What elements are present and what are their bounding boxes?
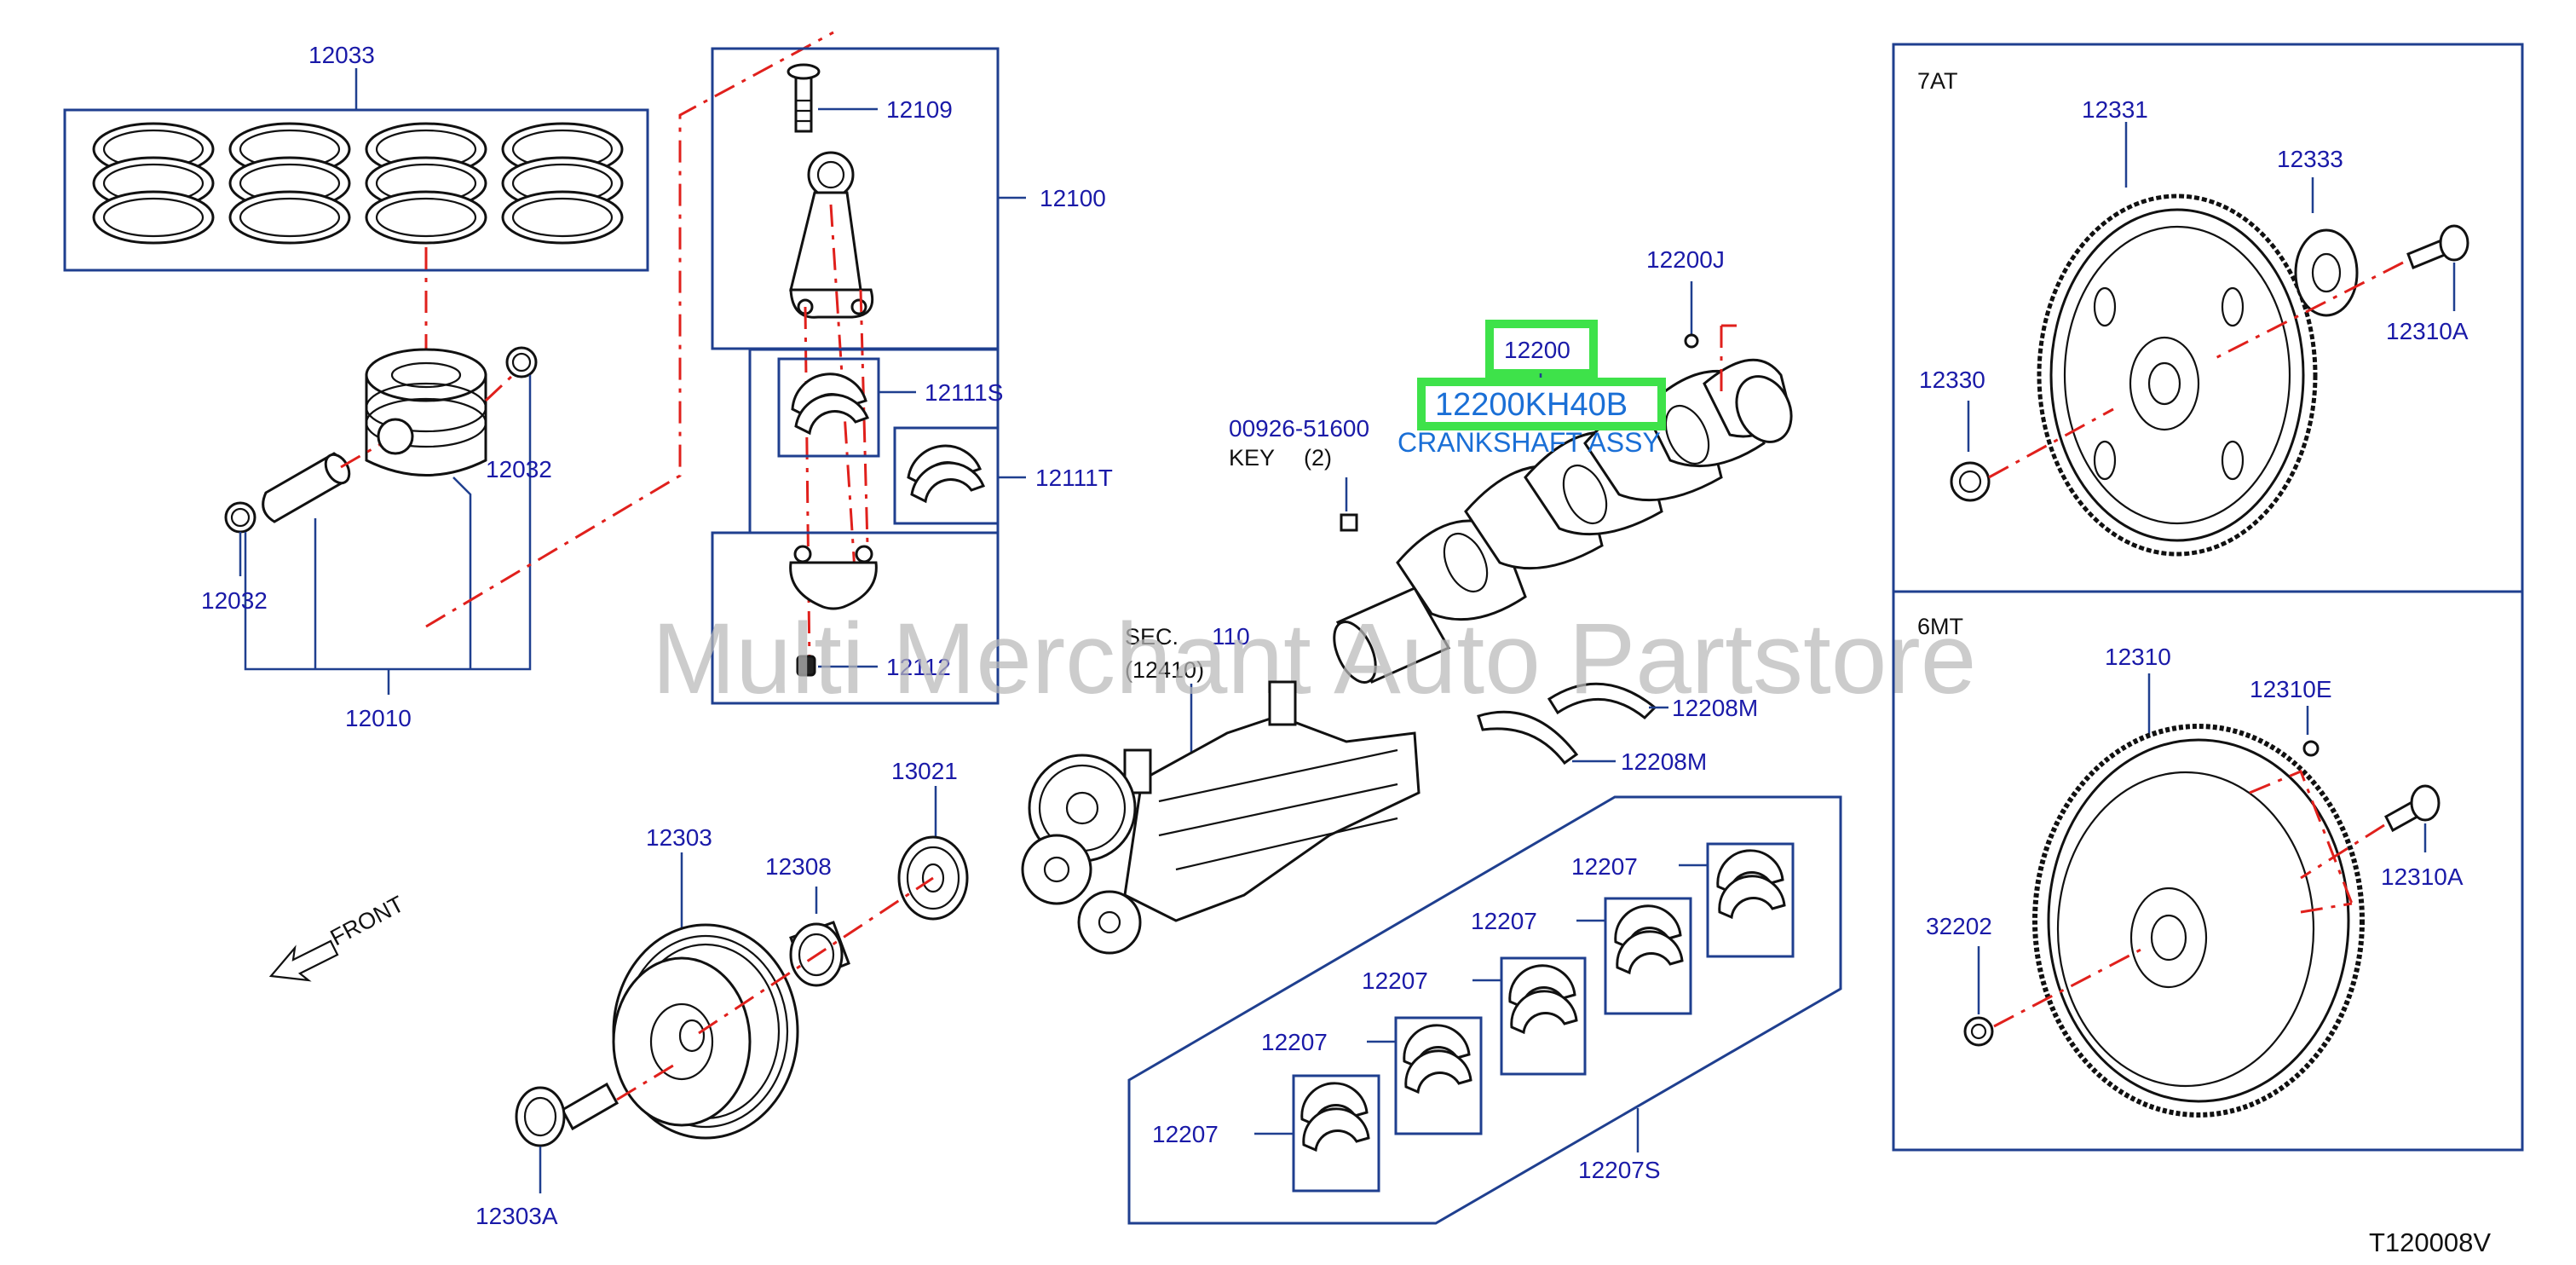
pulley-bolt-12303A (515, 1082, 620, 1147)
label-front: FRONT (326, 891, 408, 950)
crank-pulley-12303 (612, 923, 799, 1140)
flywheel-12310 (2032, 724, 2365, 1118)
label-12032-right[interactable]: 12032 (486, 456, 552, 482)
label-12010[interactable]: 12010 (345, 705, 412, 731)
label-12200[interactable]: 12200 (1504, 337, 1570, 363)
label-sec: SEC. (1125, 624, 1179, 650)
piston-ring-stack-4 (501, 122, 624, 245)
label-12207-2[interactable]: 12207 (1471, 908, 1537, 934)
flywheel-bolt-bottom-12310A (2384, 784, 2441, 833)
piston-part (365, 348, 487, 477)
highlight-12200KH40B (1417, 378, 1666, 430)
label-12111S[interactable]: 12111S (925, 379, 1003, 406)
label-12109[interactable]: 12109 (886, 96, 953, 123)
label-12111T[interactable]: 12111T (1035, 465, 1113, 491)
crankshaft-part (1333, 358, 1793, 684)
label-12207-3[interactable]: 12207 (1362, 968, 1428, 994)
piston-ring-set-group: 12033 (63, 31, 834, 731)
label-12331[interactable]: 12331 (2082, 96, 2148, 123)
main-bearing-frame (1127, 795, 1842, 1225)
label-12207-1[interactable]: 12207 (1571, 853, 1638, 880)
conrod-cap-frame (711, 531, 1000, 705)
conrod-nut-part (796, 655, 816, 677)
label-12308[interactable]: 12308 (765, 853, 832, 880)
label-12330[interactable]: 12330 (1919, 367, 1985, 393)
pilot-bearing-32202 (1963, 1016, 1994, 1047)
label-key-qty: (2) (1304, 445, 1332, 471)
pin-12310E (2302, 740, 2320, 757)
bearing-12111T-frame (893, 426, 1000, 525)
label-12033[interactable]: 12033 (308, 42, 375, 68)
bearing-bracket-upper (748, 348, 1000, 534)
label-sec-12410: (12410) (1125, 657, 1204, 683)
flywheel-panel-frame (1892, 43, 2524, 1152)
piston-pin-part (262, 452, 351, 523)
piston-ring-stack-3 (365, 122, 487, 245)
bearing-shell-12111T (907, 444, 985, 504)
label-crankshaft-assy[interactable]: CRANKSHAFT ASSY (1397, 427, 1661, 458)
label-13021[interactable]: 13021 (891, 758, 958, 784)
spacer-12330 (1950, 461, 1991, 502)
conrod-bolt-part (787, 63, 821, 133)
label-sec-110[interactable]: 110 (1212, 623, 1250, 650)
label-12208M-lower[interactable]: 12208M (1621, 748, 1707, 775)
snap-ring-right (505, 346, 538, 378)
label-12112[interactable]: 12112 (886, 654, 951, 680)
conrod-cap-part (789, 545, 878, 610)
label-12200KH40B[interactable]: 12200KH40B (1435, 387, 1628, 423)
bearing-box-1 (1706, 842, 1795, 958)
label-12207-5[interactable]: 12207 (1152, 1121, 1219, 1147)
main-bearing-shell-3 (1508, 964, 1578, 1035)
main-bearing-shell-5 (1300, 1082, 1370, 1152)
reinforcement-plate-12333 (2294, 228, 2359, 317)
label-12303[interactable]: 12303 (646, 824, 712, 851)
front-direction-arrow (268, 939, 339, 982)
connecting-rod-group: 12100 12109 12111S (711, 47, 1113, 705)
conrod-part (789, 151, 874, 319)
main-bearing-shell-4 (1403, 1024, 1472, 1095)
diagram-code: T120008V (2369, 1227, 2491, 1257)
label-12032-left[interactable]: 12032 (201, 587, 268, 614)
snap-ring-left (224, 501, 256, 534)
main-bearing-shell-2 (1614, 904, 1684, 975)
label-12333[interactable]: 12333 (2277, 146, 2343, 172)
pilot-bushing-12200J (1684, 333, 1699, 349)
label-12207-4[interactable]: 12207 (1261, 1029, 1328, 1055)
bearing-box-3 (1500, 956, 1587, 1076)
label-12207S[interactable]: 12207S (1578, 1157, 1661, 1183)
drive-plate-12331 (2037, 194, 2318, 557)
woodruff-key-part (1340, 513, 1358, 532)
label-12100[interactable]: 12100 (1040, 185, 1106, 211)
thrust-washer-upper (1547, 682, 1657, 720)
label-12303A[interactable]: 12303A (475, 1203, 558, 1229)
label-12310A-top[interactable]: 12310A (2386, 318, 2469, 344)
watermark-text: Multi Merchant Auto Partstore (652, 603, 1976, 715)
label-12208M-upper[interactable]: 12208M (1672, 695, 1758, 721)
label-6mt: 6MT (1917, 614, 1963, 639)
piston-ring-stack-1 (92, 122, 215, 245)
piston-ring-stack-2 (228, 122, 351, 245)
label-12310[interactable]: 12310 (2105, 644, 2171, 670)
flywheel-panel: 7AT 12331 12333 12310A 12330 (1892, 43, 2524, 1152)
bearing-shell-12111S (791, 373, 869, 436)
bearing-box-4 (1394, 1016, 1483, 1135)
main-bearing-set-group: 12207S 12207 12207 12207 12207 (1127, 795, 1842, 1225)
label-32202[interactable]: 32202 (1926, 913, 1992, 939)
balancer-oil-pump-part (1021, 680, 1421, 955)
label-00926-51600[interactable]: 00926-51600 (1229, 415, 1369, 442)
label-7at: 7AT (1917, 68, 1958, 94)
label-12310E[interactable]: 12310E (2250, 676, 2332, 702)
main-bearing-shell-1 (1716, 849, 1786, 920)
label-key: KEY (1229, 445, 1275, 471)
label-12200J[interactable]: 12200J (1646, 246, 1725, 273)
bearing-12111S-frame (777, 357, 880, 458)
bearing-box-2 (1604, 897, 1692, 1015)
flywheel-bolt-top-12310A (2406, 224, 2469, 269)
label-12310A-bottom[interactable]: 12310A (2381, 864, 2464, 890)
thrust-washer-lower (1477, 710, 1579, 765)
